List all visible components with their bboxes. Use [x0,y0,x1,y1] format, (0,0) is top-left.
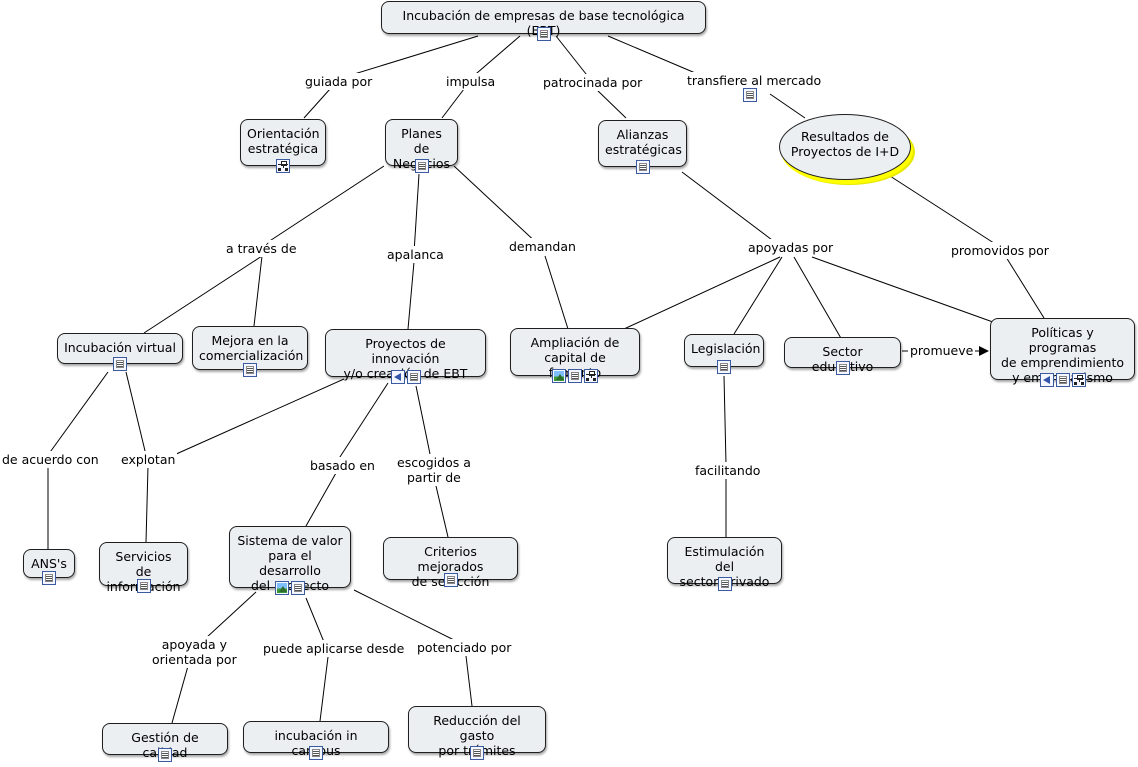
link-label-patrocinada-por[interactable]: patrocinada por [541,74,645,91]
document-icon[interactable] [136,579,151,593]
node-ans[interactable]: ANS's [23,549,75,585]
document-icon[interactable] [717,360,731,374]
link-label-facilitando[interactable]: facilitando [693,462,763,479]
document-icon[interactable] [443,573,458,587]
node-icons [58,357,182,371]
node-icons [785,361,900,375]
node-icons [100,579,187,593]
node-criterios-seleccion[interactable]: Criterios mejorados de selección [383,537,518,589]
link-label-guiada-por[interactable]: guiada por [303,73,375,90]
node-servicios-informacion[interactable]: Servicios de información [99,542,188,594]
document-icon[interactable] [113,357,127,371]
link-label-apoyada-y-orientada-por[interactable]: apoyada y orientada por [150,636,239,668]
node-orientacion-estrategica[interactable]: Orientación estratégica [240,119,326,173]
node-icons [668,577,781,591]
node-planes-de-negocios[interactable]: Planes de Negocios [385,119,458,173]
link-label-escogidos-a-partir-de[interactable]: escogidos a partir de [395,454,473,486]
node-proyectos-innovacion[interactable]: Proyectos de innovación y/o creación de … [325,329,486,384]
node-icons [991,373,1134,387]
document-icon[interactable] [743,88,757,102]
node-legislacion[interactable]: Legislación [684,334,764,374]
link-label-promovidos-por[interactable]: promovidos por [949,242,1051,259]
document-icon[interactable] [414,159,429,173]
audio-icon[interactable] [1039,373,1054,387]
link-label-promueve[interactable]: promueve [908,342,976,359]
node-incubacion-virtual[interactable]: Incubación virtual [57,333,183,371]
link-label-a-traves-de[interactable]: a través de [224,240,299,257]
node-incubacion-ebt[interactable]: Incubación de empresas de base tecnológi… [381,1,706,41]
node-icons [103,748,227,762]
document-icon[interactable] [243,363,257,377]
node-icons [193,363,307,377]
node-ampliacion-capital[interactable]: Ampliación de capital de fomento [510,328,640,383]
node-alianzas-estrategicas[interactable]: Alianzas estratégicas [598,120,687,174]
link-label-potenciado-por[interactable]: potenciado por [415,639,514,656]
link-label-apoyadas-por[interactable]: apoyadas por [746,239,836,256]
link-label-puede-aplicarse-desde[interactable]: puede aplicarse desde [261,640,407,657]
node-resultados-id[interactable]: Resultados de Proyectos de I+D [779,114,911,180]
node-sector-educativo[interactable]: Sector educativo [784,337,901,375]
document-icon[interactable] [470,746,484,760]
link-label-impulsa[interactable]: impulsa [444,73,498,90]
link-label-explotan[interactable]: explotan [119,451,178,468]
node-icons [409,746,545,760]
document-icon[interactable] [158,748,172,762]
node-icons [386,159,457,173]
document-icon[interactable] [406,370,421,384]
link-label-demandan[interactable]: demandan [507,238,578,255]
link-label-transfiere-al-mercado[interactable]: transfiere al mercado [685,72,824,89]
node-mejora-comercializacion[interactable]: Mejora en la comercialización [192,326,308,377]
audio-icon[interactable] [390,370,405,384]
document-icon[interactable] [835,361,850,375]
concept-map-icon[interactable] [584,369,598,383]
node-icons [599,160,686,174]
node-icons [24,571,74,585]
image-icon[interactable] [552,369,566,383]
concept-map-icon[interactable] [276,159,290,173]
document-icon[interactable] [42,571,56,585]
link-label-apalanca[interactable]: apalanca [385,246,446,263]
link-label-basado-en[interactable]: basado en [308,457,377,474]
node-icons [244,746,388,760]
document-icon[interactable] [291,581,305,595]
node-incubacion-campus[interactable]: incubación in campus [243,721,389,760]
link-icons [743,87,757,106]
node-icons [511,369,639,383]
node-icons [685,360,763,374]
document-icon[interactable] [309,746,323,760]
document-icon[interactable] [1055,373,1070,387]
node-gestion-calidad[interactable]: Gestión de calidad [102,723,228,762]
node-politicas-programas[interactable]: Políticas y programas de emprendimiento … [990,318,1135,387]
node-icons [326,370,485,384]
node-estimulacion-sector[interactable]: Estimulación del sector privado [667,537,782,591]
link-label-de-acuerdo-con[interactable]: de acuerdo con [0,451,101,468]
document-icon[interactable] [635,160,650,174]
node-sistema-valor[interactable]: Sistema de valor para el desarrollo del … [229,526,351,595]
image-icon[interactable] [275,581,289,595]
document-icon[interactable] [717,577,732,591]
node-icons [241,159,325,173]
node-icons [384,573,517,587]
node-icons [382,27,705,41]
concept-map-icon[interactable] [1071,373,1086,387]
node-reduccion-gasto[interactable]: Reducción del gasto por trámites [408,706,546,760]
document-icon[interactable] [536,27,551,41]
node-icons [230,581,350,595]
document-icon[interactable] [568,369,582,383]
